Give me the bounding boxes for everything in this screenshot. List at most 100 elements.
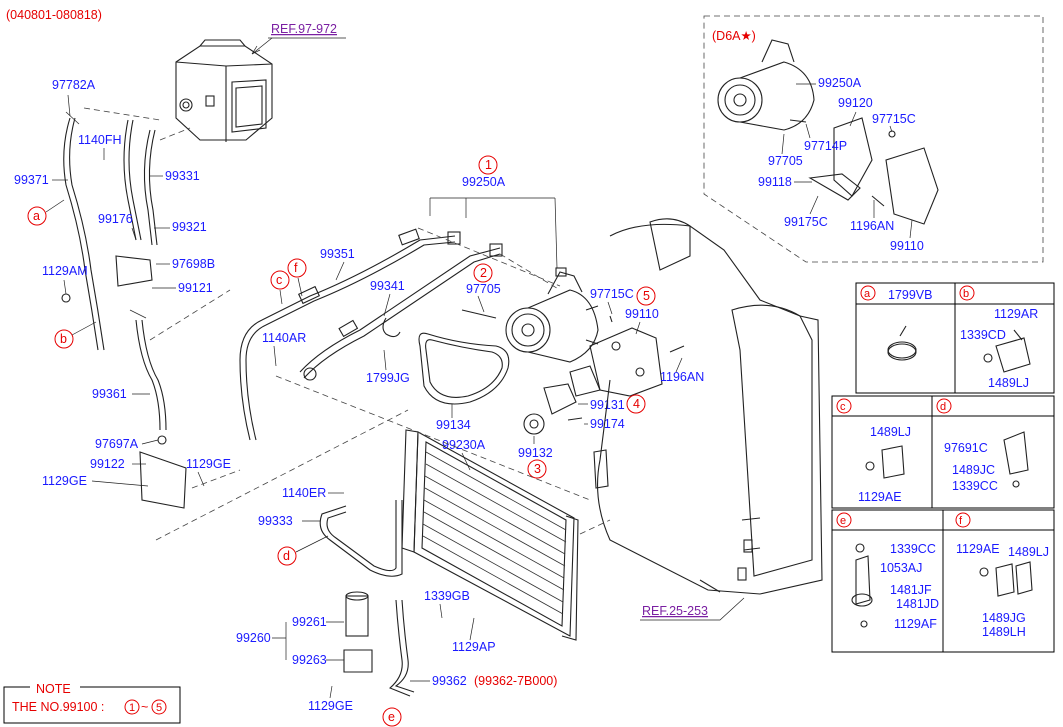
part-99371[interactable]: 99371 xyxy=(14,173,49,187)
callout-1[interactable]: 1 xyxy=(478,155,498,175)
detail-e-part-4[interactable]: 1481JD xyxy=(896,597,939,611)
part-97698B[interactable]: 97698B xyxy=(172,257,215,271)
detail-e-part-5[interactable]: 1129AF xyxy=(894,617,937,631)
callout-e[interactable]: e xyxy=(382,707,402,727)
part-1140ER[interactable]: 1140ER xyxy=(282,486,326,500)
callout-f[interactable]: f xyxy=(287,258,307,278)
detail-b-part-1[interactable]: 1129AR xyxy=(994,307,1038,321)
svg-text:c: c xyxy=(840,401,846,413)
note-box xyxy=(3,682,181,724)
detail-d-part-1[interactable]: 97691C xyxy=(944,441,988,455)
part-1129AP[interactable]: 1129AP xyxy=(452,640,496,654)
part-99122[interactable]: 99122 xyxy=(90,457,125,471)
inset-title: (D6A★) xyxy=(712,29,756,43)
part-99121[interactable]: 99121 xyxy=(178,281,213,295)
note-from-circle: 1 xyxy=(124,699,140,715)
dashed-guides xyxy=(83,15,1044,541)
svg-text:c: c xyxy=(276,273,282,287)
detail-c-part-1[interactable]: 1489LJ xyxy=(870,425,911,439)
detail-b-part-3[interactable]: 1489LJ xyxy=(988,376,1029,390)
condenser xyxy=(401,429,579,641)
part-99263[interactable]: 99263 xyxy=(292,653,327,667)
detail-e-key[interactable]: e xyxy=(836,512,852,528)
detail-f-part-4[interactable]: 1489LH xyxy=(982,625,1026,639)
part-97782A[interactable]: 97782A xyxy=(52,78,96,92)
callout-a[interactable]: a xyxy=(27,206,47,226)
callout-c[interactable]: c xyxy=(270,270,290,290)
inset-part-99120[interactable]: 99120 xyxy=(838,96,873,110)
part-99132[interactable]: 99132 xyxy=(518,446,553,460)
svg-text:f: f xyxy=(959,515,963,527)
detail-f-part-2[interactable]: 1489LJ xyxy=(1008,545,1049,559)
callout-4[interactable]: 4 xyxy=(626,394,646,414)
detail-e-part-2[interactable]: 1053AJ xyxy=(880,561,922,575)
part-99331[interactable]: 99331 xyxy=(165,169,200,183)
part-1129GE-right[interactable]: 1129GE xyxy=(186,457,231,471)
part-1799JG[interactable]: 1799JG xyxy=(366,371,410,385)
callout-2[interactable]: 2 xyxy=(473,263,493,283)
detail-f-part-1[interactable]: 1129AE xyxy=(956,542,1000,556)
note-to-circle: 5 xyxy=(151,699,167,715)
inset-part-97714P[interactable]: 97714P xyxy=(804,139,847,153)
part-1196AN[interactable]: 1196AN xyxy=(660,370,704,384)
part-1339GB[interactable]: 1339GB xyxy=(424,589,470,603)
callout-3[interactable]: 3 xyxy=(527,459,547,479)
callout-b[interactable]: b xyxy=(54,329,74,349)
radiator-shroud xyxy=(593,218,823,595)
part-99351[interactable]: 99351 xyxy=(320,247,355,261)
part-99362[interactable]: 99362 xyxy=(432,674,467,688)
inset-part-97715C[interactable]: 97715C xyxy=(872,112,916,126)
part-1140FH[interactable]: 1140FH xyxy=(78,133,122,147)
detail-e-part-3[interactable]: 1481JF xyxy=(890,583,932,597)
inset-part-99118[interactable]: 99118 xyxy=(758,175,792,189)
inset-part-99250A[interactable]: 99250A xyxy=(818,76,862,90)
callout-d[interactable]: d xyxy=(277,546,297,566)
detail-a-key[interactable]: a xyxy=(860,285,876,301)
part-99176[interactable]: 99176 xyxy=(98,212,133,226)
part-1140AR[interactable]: 1140AR xyxy=(262,331,306,345)
svg-text:e: e xyxy=(840,515,846,527)
note-tilde: ~ xyxy=(141,700,148,714)
inset-part-97705[interactable]: 97705 xyxy=(768,154,803,168)
callout-5[interactable]: 5 xyxy=(636,286,656,306)
part-97715C[interactable]: 97715C xyxy=(590,287,634,301)
detail-d-part-3[interactable]: 1339CC xyxy=(952,479,998,493)
svg-text:5: 5 xyxy=(156,702,162,714)
ref-top[interactable]: REF.97-972 xyxy=(271,22,337,36)
part-1129GE-left[interactable]: 1129GE xyxy=(42,474,87,488)
detail-e-part-1[interactable]: 1339CC xyxy=(890,542,936,556)
detail-c-part-2[interactable]: 1129AE xyxy=(858,490,902,504)
part-99260[interactable]: 99260 xyxy=(236,631,271,645)
svg-text:b: b xyxy=(60,332,67,346)
detail-b-key[interactable]: b xyxy=(959,285,975,301)
bracket-e-icon xyxy=(851,543,873,628)
svg-text:d: d xyxy=(283,549,290,563)
svg-text:a: a xyxy=(864,288,871,300)
part-1129GE-bottom[interactable]: 1129GE xyxy=(308,699,353,713)
detail-d-key[interactable]: d xyxy=(936,398,952,414)
part-97705[interactable]: 97705 xyxy=(466,282,501,296)
detail-c-key[interactable]: c xyxy=(836,398,852,414)
part-97697A[interactable]: 97697A xyxy=(95,437,139,451)
part-99110[interactable]: 99110 xyxy=(625,307,659,321)
inset-part-99110[interactable]: 99110 xyxy=(890,239,924,253)
inset-part-99175C[interactable]: 99175C xyxy=(784,215,828,229)
part-99361[interactable]: 99361 xyxy=(92,387,127,401)
ref-bottom[interactable]: REF.25-253 xyxy=(642,604,708,618)
inset-part-1196AN[interactable]: 1196AN xyxy=(850,219,894,233)
part-99230A[interactable]: 99230A xyxy=(442,438,486,452)
part-99174[interactable]: 99174 xyxy=(590,417,625,431)
part-99321[interactable]: 99321 xyxy=(172,220,207,234)
detail-f-key[interactable]: f xyxy=(955,512,971,528)
part-99333[interactable]: 99333 xyxy=(258,514,293,528)
detail-f-part-3[interactable]: 1489JG xyxy=(982,611,1026,625)
detail-b-part-2[interactable]: 1339CD xyxy=(960,328,1006,342)
part-99250A[interactable]: 99250A xyxy=(462,175,506,189)
part-1129AM[interactable]: 1129AM xyxy=(42,264,88,278)
detail-d-part-2[interactable]: 1489JC xyxy=(952,463,995,477)
part-99134[interactable]: 99134 xyxy=(436,418,471,432)
part-99261[interactable]: 99261 xyxy=(292,615,327,629)
svg-text:a: a xyxy=(33,209,40,223)
part-99341[interactable]: 99341 xyxy=(370,279,405,293)
detail-a-part-1[interactable]: 1799VB xyxy=(888,288,932,302)
